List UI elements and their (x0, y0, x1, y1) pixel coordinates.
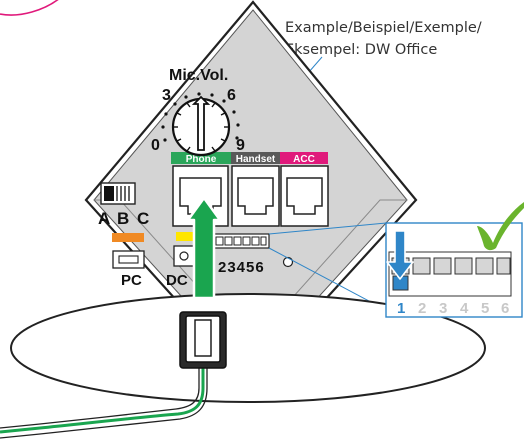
pc-port-label: PC (121, 272, 142, 289)
base-ellipse (10, 293, 486, 403)
mic-vol-scale-0: 0 (151, 137, 160, 154)
dip-number-5: 5 (481, 300, 489, 317)
dip-number-3: 3 (439, 300, 447, 317)
reset-hole (282, 256, 294, 268)
dip-number-1: 1 (397, 300, 405, 317)
acc-tab (280, 152, 328, 164)
abc-switch-slider (104, 186, 114, 201)
handset-port-label: Handset (236, 154, 276, 165)
orange-indicator (112, 233, 144, 242)
mic-vol-scale-6: 6 (227, 87, 236, 104)
knob-ridges (173, 99, 229, 152)
pink-arc (0, 0, 59, 16)
abc-label-c: C (137, 209, 149, 228)
cable-green (0, 355, 205, 434)
yellow-indicator (176, 232, 194, 241)
zoom-leader-bottom (268, 247, 387, 311)
dc-port-label: DC (166, 272, 188, 289)
phone-port-label: Phone (186, 154, 217, 165)
handset-port-jack (237, 177, 274, 215)
phone-tab (171, 152, 231, 164)
checkmark-icon (477, 202, 524, 251)
mic-vol-dial-dots (161, 92, 240, 142)
pc-port-inner (118, 255, 139, 264)
phone-plug-clip (194, 319, 212, 357)
handset-tab (231, 152, 280, 164)
dip-switch-base-toggles (215, 236, 267, 246)
dip-number-2: 2 (418, 300, 426, 317)
dip-zoom-toggles (391, 257, 511, 275)
cable-outline-2 (0, 355, 208, 439)
dip-number-4: 4 (460, 300, 469, 317)
mic-vol-scale-3: 3 (162, 87, 171, 104)
caption-line-1: Example/Beispiel/Exemple/ (285, 20, 482, 36)
zoom-leader-top (268, 222, 387, 235)
dip-number-6: 6 (501, 300, 509, 317)
mic-vol-scale-9: 9 (236, 137, 245, 154)
mic-vol-title: Mic.Vol. (169, 67, 228, 84)
abc-switch-grip (116, 186, 130, 201)
knob-arrow-icon (191, 95, 211, 151)
acc-port-label: ACC (293, 154, 315, 165)
caption-line-2: Eksempel: DW Office (285, 42, 437, 58)
cable-outline (0, 355, 200, 429)
dc-port-pin (179, 251, 189, 261)
dip-zoom-numbers: 1 2 3 4 5 6 (397, 300, 509, 317)
arrow-up-green-icon (186, 196, 222, 300)
abc-label-a: A (98, 209, 110, 228)
arrow-down-blue-icon (386, 230, 414, 280)
abc-label-b: B (117, 209, 129, 228)
dip-switch-base-numbers: 23456 (218, 259, 265, 276)
acc-port-jack (286, 177, 323, 215)
